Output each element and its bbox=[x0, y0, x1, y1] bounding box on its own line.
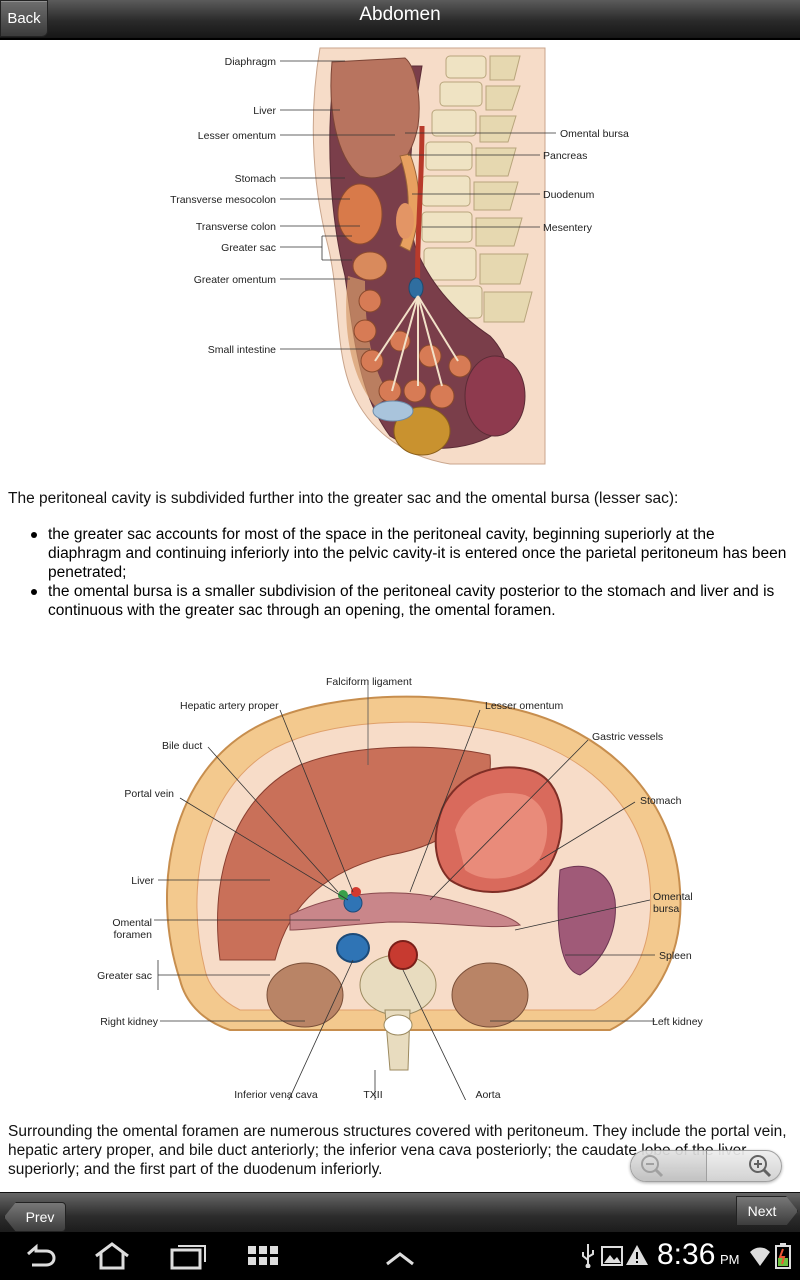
label-right-kidney: Right kidney bbox=[100, 1016, 159, 1028]
zoom-control bbox=[630, 1150, 782, 1182]
chevron-up-icon[interactable] bbox=[383, 1242, 417, 1270]
label-omental-bursa: Omental bursa bbox=[560, 128, 629, 140]
label-liver: Liver bbox=[253, 105, 276, 117]
label-pancreas: Pancreas bbox=[543, 150, 587, 162]
usb-icon bbox=[582, 1244, 594, 1268]
recent-apps-icon[interactable] bbox=[168, 1242, 208, 1270]
label-stomach-2: Stomach bbox=[640, 795, 682, 807]
zoom-in-icon bbox=[749, 1155, 772, 1178]
wifi-icon bbox=[750, 1247, 770, 1266]
paragraph-peritoneal-cavity: The peritoneal cavity is subdivided furt… bbox=[8, 490, 679, 507]
label-duodenum: Duodenum bbox=[543, 189, 595, 201]
label-spleen: Spleen bbox=[659, 950, 692, 962]
image-icon bbox=[601, 1246, 623, 1266]
label-left-kidney: Left kidney bbox=[652, 1016, 704, 1028]
label-omental-bursa-2: bursa bbox=[653, 903, 679, 915]
label-txii: TXII bbox=[363, 1089, 382, 1100]
label-gastric-vessels: Gastric vessels bbox=[592, 731, 663, 743]
label-small-intestine: Small intestine bbox=[208, 344, 276, 356]
label-stomach: Stomach bbox=[235, 173, 277, 185]
label-aorta: Aorta bbox=[475, 1089, 500, 1100]
list-item: the omental bursa is a smaller subdivisi… bbox=[8, 582, 792, 620]
transverse-section-figure: Falciform ligament Hepatic artery proper… bbox=[97, 676, 704, 1100]
clock-ampm: PM bbox=[720, 1252, 740, 1267]
prev-button[interactable]: Prev bbox=[4, 1202, 66, 1232]
label-liver-2: Liver bbox=[131, 875, 154, 887]
back-nav-icon[interactable] bbox=[22, 1242, 58, 1270]
system-bar: 8:36 PM bbox=[0, 1232, 800, 1280]
content-area[interactable]: Diaphragm Liver Lesser omentum Stomach T… bbox=[0, 42, 800, 1192]
warning-icon bbox=[626, 1245, 648, 1265]
back-button[interactable]: Back bbox=[0, 0, 48, 37]
clock-time: 8:36 bbox=[657, 1238, 716, 1271]
label-transverse-colon: Transverse colon bbox=[196, 221, 276, 233]
label-portal-vein: Portal vein bbox=[124, 788, 174, 800]
list-item: the greater sac accounts for most of the… bbox=[8, 525, 792, 582]
label-lesser-omentum-2: Lesser omentum bbox=[485, 700, 563, 712]
label-hepatic-artery-proper: Hepatic artery proper bbox=[180, 700, 279, 712]
label-mesentery: Mesentery bbox=[543, 222, 593, 234]
label-lesser-omentum: Lesser omentum bbox=[198, 130, 276, 142]
label-greater-sac-2: Greater sac bbox=[97, 970, 152, 982]
next-button[interactable]: Next bbox=[736, 1196, 798, 1226]
label-greater-omentum: Greater omentum bbox=[194, 274, 277, 286]
page-title: Abdomen bbox=[359, 4, 441, 25]
label-falciform-ligament: Falciform ligament bbox=[326, 676, 412, 688]
sagittal-section-figure: Diaphragm Liver Lesser omentum Stomach T… bbox=[170, 47, 629, 465]
bottom-nav-bar: Prev Next bbox=[0, 1192, 800, 1232]
top-bar: Back Abdomen bbox=[0, 0, 800, 40]
label-greater-sac: Greater sac bbox=[221, 242, 276, 254]
label-inferior-vena-cava: Inferior vena cava bbox=[234, 1089, 318, 1100]
label-bile-duct: Bile duct bbox=[162, 740, 202, 752]
label-diaphragm: Diaphragm bbox=[225, 56, 277, 68]
home-icon[interactable] bbox=[92, 1242, 132, 1270]
apps-grid-icon[interactable] bbox=[246, 1242, 280, 1270]
zoom-out-icon bbox=[641, 1155, 664, 1178]
battery-icon bbox=[775, 1243, 791, 1269]
label-omental-foramen-1: Omental bbox=[112, 917, 152, 929]
label-omental-bursa-1: Omental bbox=[653, 891, 693, 903]
zoom-out-button[interactable] bbox=[631, 1151, 707, 1181]
label-omental-foramen-2: foramen bbox=[113, 929, 152, 941]
paragraph-omental-foramen: Surrounding the omental foramen are nume… bbox=[8, 1123, 787, 1178]
zoom-in-button[interactable] bbox=[707, 1151, 782, 1181]
bullet-list: the greater sac accounts for most of the… bbox=[8, 525, 792, 620]
label-transverse-mesocolon: Transverse mesocolon bbox=[170, 194, 276, 206]
